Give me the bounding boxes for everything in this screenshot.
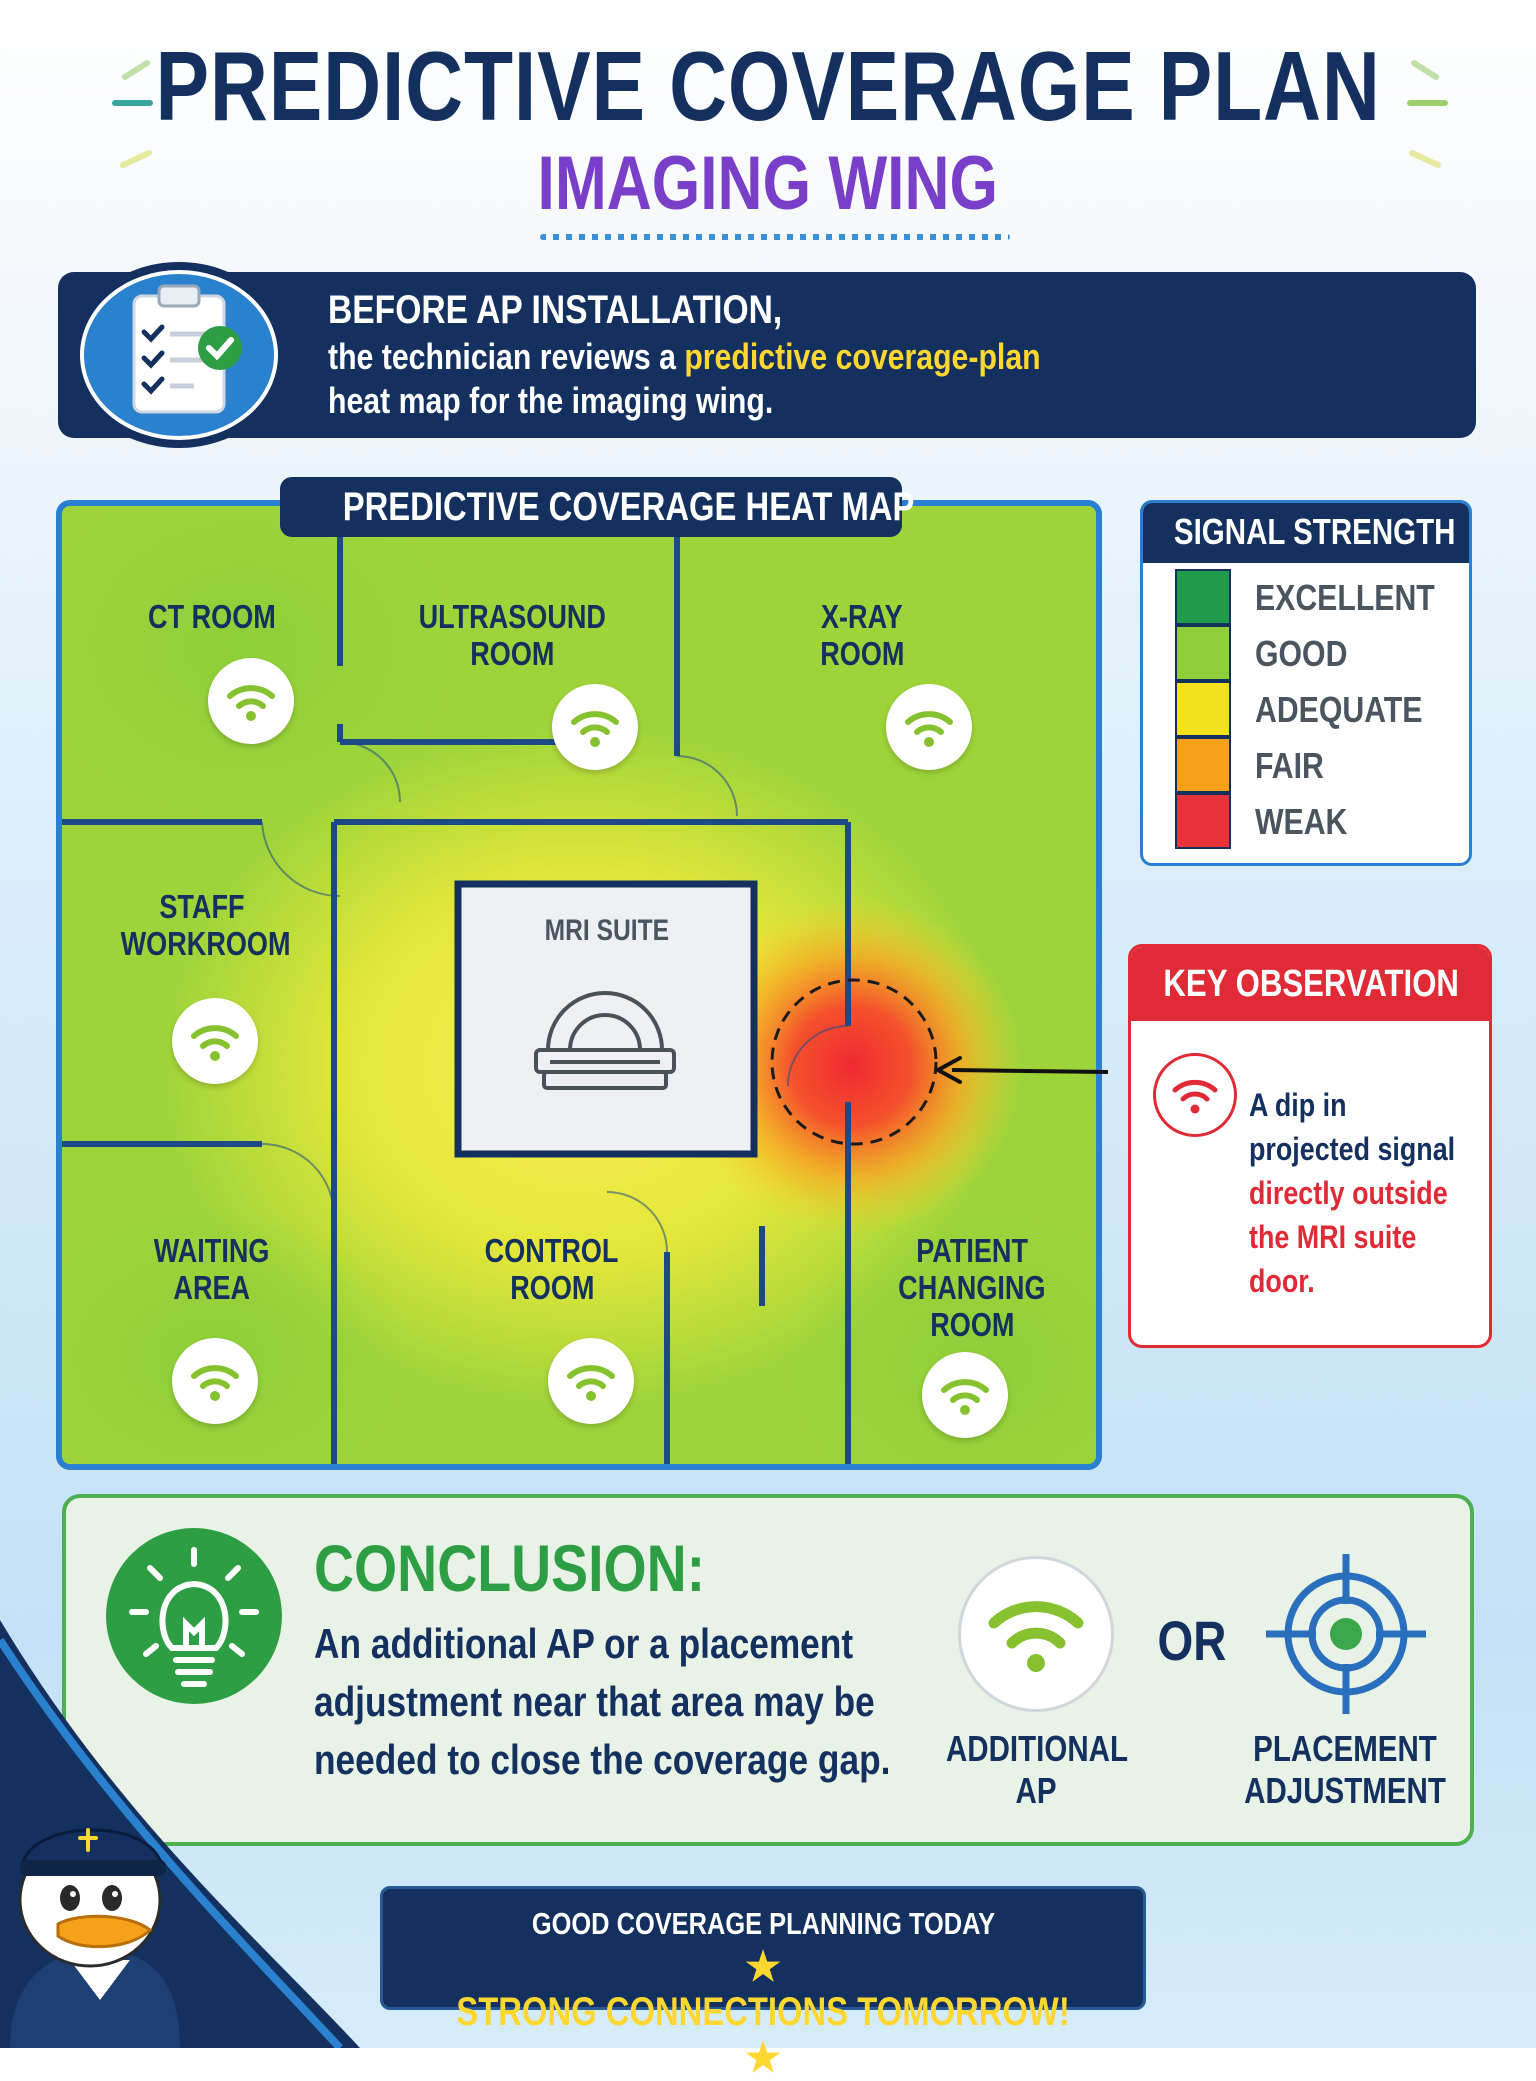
key-observation-card: KEY OBSERVATION A dip in projected signa… (1128, 944, 1492, 1348)
room-label-ultrasound: ULTRASOUND ROOM (418, 598, 606, 672)
key-observation-title: KEY OBSERVATION (1131, 947, 1489, 1021)
legend-swatch (1175, 793, 1231, 849)
access-point-xray (886, 684, 972, 770)
legend-item-good: GOOD (1175, 625, 1455, 681)
access-point-control (548, 1338, 634, 1424)
wifi-icon (905, 711, 953, 747)
wifi-icon (191, 1025, 239, 1061)
or-separator: OR (1157, 1609, 1227, 1672)
intro-text-line: the technician reviews a predictive cove… (328, 336, 1041, 377)
mascot-duck-sailor (0, 1620, 360, 2048)
sparkle-decoration-right (1407, 60, 1448, 168)
footer-banner (380, 1886, 1146, 2010)
target-icon (1266, 1554, 1426, 1714)
star-icon: ★ (745, 1945, 781, 1989)
heat-map: CT ROOM ULTRASOUND ROOM X-RAY ROOM STAFF… (56, 500, 1102, 1470)
conclusion-text: adjustment near that area may be (314, 1678, 875, 1725)
footer-tagline: GOOD COVERAGE PLANNING TODAY (531, 1906, 995, 1941)
page-title: PREDICTIVE COVERAGE PLAN (155, 31, 1381, 141)
conclusion-title: CONCLUSION: (314, 1531, 706, 1605)
mri-scanner-icon (534, 991, 676, 1090)
intro-icon-circle (80, 270, 278, 440)
legend-label: EXCELLENT (1255, 577, 1435, 618)
observation-text-highlight: the MRI suite (1249, 1219, 1417, 1255)
legend-label: WEAK (1255, 801, 1348, 842)
heat-map-title: PREDICTIVE COVERAGE HEAT MAP (280, 477, 914, 537)
observation-arrow (936, 1056, 1109, 1084)
room-label-staff-workroom: STAFF WORKROOM (120, 888, 291, 962)
access-point-patient-changing (922, 1352, 1008, 1438)
footer-slogan: ★ STRONG CONNECTIONS TOMORROW! ★ (456, 1945, 1070, 2080)
access-point-ultrasound (552, 684, 638, 770)
conclusion-icon-circle (106, 1528, 282, 1704)
room-label-waiting: WAITING AREA (154, 1232, 270, 1306)
legend-item-adequate: ADEQUATE (1175, 681, 1455, 737)
access-point-staff-workroom (172, 998, 258, 1084)
conclusion-panel (62, 1494, 1474, 1846)
observation-icon-circle (1153, 1053, 1237, 1137)
intro-text-line: heat map for the imaging wing. (328, 380, 774, 421)
observation-text-highlight: directly outside (1249, 1175, 1448, 1211)
room-label-xray: X-RAY ROOM (819, 598, 905, 672)
observation-text: A dip in (1249, 1087, 1347, 1123)
access-point-waiting (172, 1338, 258, 1424)
legend-swatch (1175, 681, 1231, 737)
additional-ap-label: ADDITIONAL AP (945, 1728, 1129, 1811)
legend-swatch (1175, 737, 1231, 793)
wifi-icon (571, 711, 619, 747)
sparkle-decoration-left (112, 60, 153, 168)
intro-banner (58, 272, 1476, 438)
room-label-mri: MRI SUITE (544, 914, 670, 947)
intro-heading: BEFORE AP INSTALLATION, (328, 288, 783, 332)
legend-swatch (1175, 625, 1231, 681)
legend-title: SIGNAL STRENGTH (1143, 503, 1469, 563)
lightbulb-icon (129, 1547, 259, 1687)
legend-item-weak: WEAK (1175, 793, 1455, 849)
legend-label: FAIR (1255, 745, 1324, 786)
signal-strength-legend: SIGNAL STRENGTH EXCELLENT GOOD ADEQUATE … (1140, 500, 1472, 866)
wifi-icon (988, 1601, 1084, 1672)
conclusion-text: An additional AP or a placement (314, 1620, 854, 1667)
room-label-patient-changing: PATIENT CHANGING ROOM (898, 1232, 1046, 1343)
legend-item-excellent: EXCELLENT (1175, 569, 1455, 625)
legend-item-fair: FAIR (1175, 737, 1455, 793)
intro-highlight: predictive coverage-plan (684, 336, 1041, 377)
placement-adjustment-label: PLACEMENT ADJUSTMENT (1244, 1728, 1446, 1811)
observation-text: projected signal (1249, 1131, 1456, 1167)
legend-label: GOOD (1255, 633, 1348, 674)
observation-text-highlight: door. (1249, 1263, 1315, 1299)
title-divider (540, 234, 1010, 240)
room-label-ct: CT ROOM (148, 598, 276, 635)
wifi-icon (567, 1365, 615, 1401)
star-icon: ★ (745, 2036, 781, 2080)
page-subtitle: IMAGING WING (537, 141, 999, 226)
conclusion-text: needed to close the coverage gap. (314, 1736, 891, 1783)
wifi-weak-icon (1172, 1079, 1218, 1114)
wifi-icon (191, 1365, 239, 1401)
access-point-ct (208, 658, 294, 744)
legend-swatch (1175, 569, 1231, 625)
wifi-icon (227, 685, 275, 721)
room-label-control: CONTROL ROOM (485, 1232, 619, 1306)
additional-ap-option (958, 1556, 1114, 1712)
clipboard-check-icon (132, 284, 242, 414)
legend-label: ADEQUATE (1255, 689, 1423, 730)
wifi-icon (941, 1379, 989, 1415)
